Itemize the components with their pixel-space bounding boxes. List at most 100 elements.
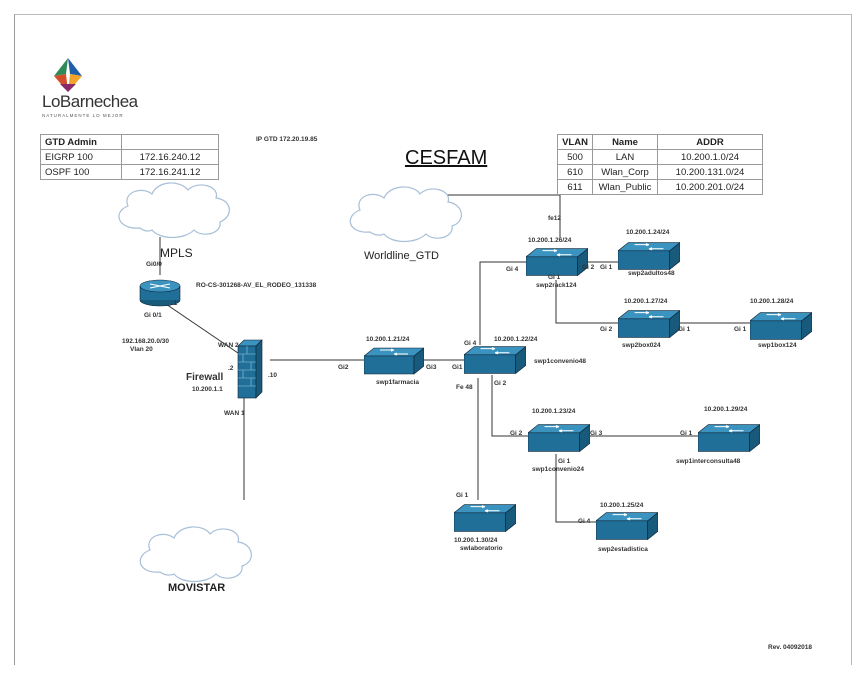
port-label: Gi 2 bbox=[494, 380, 507, 387]
switch-interconsulta-icon bbox=[698, 424, 760, 452]
switch-name: swp2adultos48 bbox=[628, 270, 675, 277]
port-label: Gi 1 bbox=[456, 492, 469, 499]
switch-ip: 10.200.1.23/24 bbox=[532, 408, 576, 415]
port-label: Gi 1 bbox=[734, 326, 747, 333]
port-label: Gi 2 bbox=[582, 264, 595, 271]
switch-ip: 10.200.1.21/24 bbox=[366, 336, 410, 343]
port-label: Fe 48 bbox=[456, 384, 473, 391]
port-label: Gi2 bbox=[338, 364, 349, 371]
router-port-label: Gi 0/1 bbox=[144, 312, 162, 319]
switch-name: swp1convenio24 bbox=[532, 466, 585, 473]
switch-farmacia-icon bbox=[364, 347, 424, 375]
switch-rack-icon bbox=[526, 248, 588, 276]
link-convenio-convenio2 bbox=[491, 375, 530, 437]
gtd-row-ip: 172.16.240.12 bbox=[121, 149, 219, 165]
page-title: CESFAM bbox=[405, 147, 488, 169]
vlan-table: VLAN Name ADDR 500 LAN 10.200.1.0/24 610… bbox=[557, 134, 763, 195]
port-label: Gi 2 bbox=[510, 430, 523, 437]
vlan-header: ADDR bbox=[657, 134, 763, 150]
switch-convenio2-icon bbox=[528, 424, 590, 452]
port-label: Gi 1 bbox=[680, 430, 693, 437]
port-label: Gi 1 bbox=[558, 458, 571, 465]
router-port-label: Gi0/0 bbox=[146, 261, 162, 268]
vlan-cell: Wlan_Public bbox=[592, 179, 658, 195]
switch-ip: 10.200.1.22/24 bbox=[494, 336, 538, 343]
port-label: Gi 3 bbox=[590, 430, 603, 437]
vlan-cell: 10.200.131.0/24 bbox=[657, 164, 763, 180]
link-router-firewall bbox=[159, 299, 239, 354]
port-label: Gi 1 bbox=[600, 264, 613, 271]
logo-tagline: NATURALMENTE LO MEJOR bbox=[42, 113, 124, 118]
switch-adultos-icon bbox=[618, 242, 680, 270]
port-label: Gi 1 bbox=[678, 326, 691, 333]
router-dot-label: .1 bbox=[172, 300, 178, 307]
vlan-header: Name bbox=[592, 134, 658, 150]
switch-name: swp2rack124 bbox=[536, 282, 577, 289]
port-label: Gi 4 bbox=[464, 340, 477, 347]
port-label: Gi3 bbox=[426, 364, 437, 371]
switch-laboratorio-icon bbox=[454, 504, 516, 532]
switch-name: swp1box124 bbox=[758, 342, 797, 349]
switch-ip: 10.200.1.29/24 bbox=[704, 406, 748, 413]
switch-ip: 10.200.1.28/24 bbox=[750, 298, 794, 305]
worldline-cloud-icon bbox=[349, 186, 462, 243]
port-label: Gi 4 bbox=[578, 518, 591, 525]
switch-name: swp1farmacia bbox=[376, 379, 419, 386]
switch-name: swp2estadistica bbox=[598, 546, 648, 553]
gtd-row-proto: EIGRP 100 bbox=[40, 149, 122, 165]
switch-name: swp2box024 bbox=[622, 342, 661, 349]
revision-label: Rev. 04092018 bbox=[768, 644, 812, 651]
switch-box-icon bbox=[618, 310, 680, 338]
switch-ip: 10.200.1.25/24 bbox=[600, 502, 644, 509]
worldline-label: Worldline_GTD bbox=[364, 250, 439, 262]
switch-ip: 10.200.1.30/24 bbox=[454, 537, 498, 544]
logo-name: LoBarnechea bbox=[42, 92, 138, 111]
link-convenio-rack bbox=[479, 261, 528, 345]
port-label: Gi1 bbox=[452, 364, 463, 371]
vlan-cell: Wlan_Corp bbox=[592, 164, 658, 180]
switch-box1-icon bbox=[750, 312, 812, 340]
mpls-label: MPLS bbox=[160, 246, 193, 260]
port-label: fe12 bbox=[548, 215, 562, 222]
gtd-admin-table: GTD Admin EIGRP 100 172.16.240.12 OSPF 1… bbox=[40, 134, 219, 180]
gtd-row-proto: OSPF 100 bbox=[40, 164, 122, 180]
vlan-header: VLAN bbox=[557, 134, 593, 150]
vlan-cell: LAN bbox=[592, 149, 658, 165]
switch-name: swp1interconsulta48 bbox=[676, 458, 741, 465]
firewall-dot-label: .10 bbox=[268, 372, 278, 379]
gtd-table-header: GTD Admin bbox=[40, 134, 122, 150]
lobarnechea-logo-icon bbox=[54, 58, 82, 92]
switch-name: swlaboratorio bbox=[460, 545, 503, 552]
movistar-cloud-icon bbox=[139, 526, 252, 583]
switch-ip: 10.200.1.27/24 bbox=[624, 298, 668, 305]
firewall-port-label: WAN 1 bbox=[224, 410, 245, 417]
port-label: Gi 1 bbox=[548, 274, 561, 281]
ip-gtd-label: IP GTD 172.20.19.85 bbox=[256, 136, 318, 143]
movistar-label: MOVISTAR bbox=[168, 582, 226, 594]
switch-estadistica-icon bbox=[596, 512, 658, 540]
wan-vlan-label: Vlan 20 bbox=[130, 346, 153, 353]
router-name: RO-CS-301268-AV_EL_RODEO_131338 bbox=[196, 282, 317, 289]
link-worldline-rack bbox=[420, 194, 561, 238]
switch-ip: 10.200.1.24/24 bbox=[626, 229, 670, 236]
firewall-dot-label: .2 bbox=[228, 365, 234, 372]
firewall-name: Firewall bbox=[186, 372, 224, 383]
mpls-cloud-icon bbox=[118, 182, 230, 239]
vlan-cell: 10.200.1.0/24 bbox=[657, 149, 763, 165]
vlan-cell: 611 bbox=[557, 179, 593, 195]
switch-ip: 10.200.1.26/24 bbox=[528, 237, 572, 244]
firewall-port-label: WAN 2 bbox=[218, 342, 239, 349]
firewall-icon bbox=[237, 339, 263, 399]
firewall-ip: 10.200.1.1 bbox=[192, 386, 223, 393]
link-convenio2-estadistica bbox=[555, 454, 598, 523]
link-rack-box bbox=[555, 280, 620, 324]
connection-lines bbox=[159, 194, 752, 523]
switch-convenio-icon bbox=[464, 346, 526, 374]
vlan-cell: 10.200.201.0/24 bbox=[657, 179, 763, 195]
gtd-table-header-empty bbox=[121, 134, 219, 150]
port-label: Gi 4 bbox=[506, 266, 519, 273]
vlan-cell: 610 bbox=[557, 164, 593, 180]
wan-ip-label: 192.168.20.0/30 bbox=[122, 338, 169, 345]
gtd-row-ip: 172.16.241.12 bbox=[121, 164, 219, 180]
